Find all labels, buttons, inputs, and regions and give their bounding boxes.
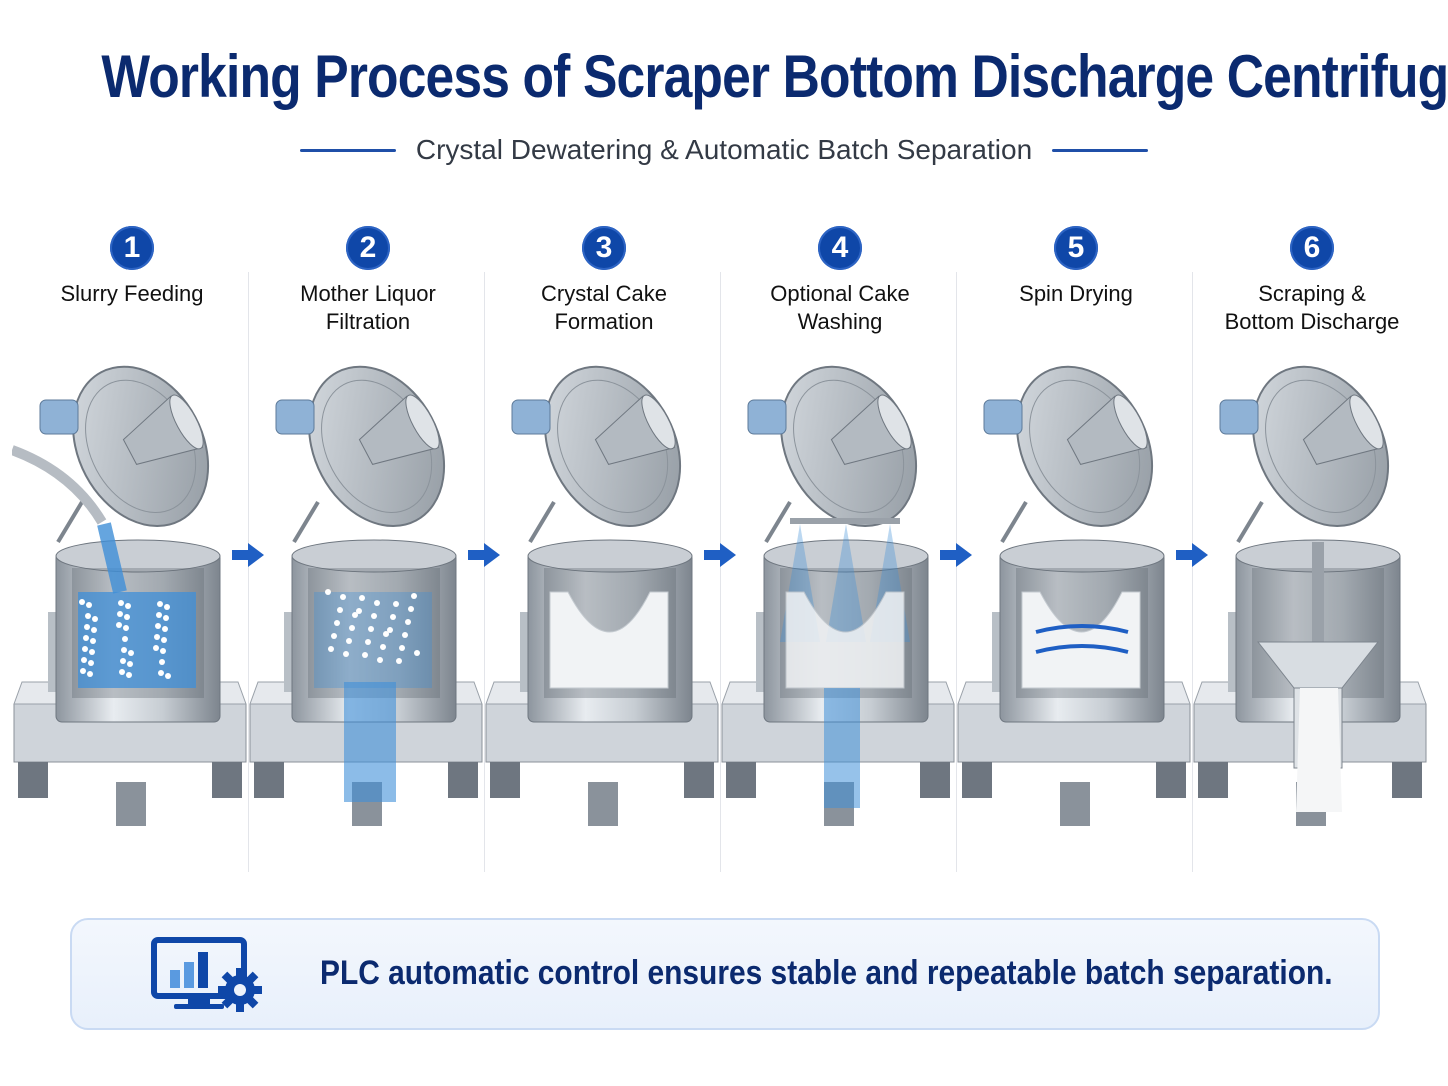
step-label-line: Formation xyxy=(554,309,654,334)
step-label-line: Slurry Feeding xyxy=(60,281,204,306)
step-divider xyxy=(720,272,721,872)
page-title: Working Process of Scraper Bottom Discha… xyxy=(101,43,1448,110)
subtitle-row: Crystal Dewatering & Automatic Batch Sep… xyxy=(0,134,1448,166)
step-divider xyxy=(1192,272,1193,872)
step-label-line: Spin Drying xyxy=(1019,281,1133,306)
plc-banner-text: PLC automatic control ensures stable and… xyxy=(320,954,1333,992)
step-label-line: Mother Liquor xyxy=(300,281,436,306)
centrifuge-illustration xyxy=(485,365,719,826)
step-label: Spin Drying xyxy=(956,280,1196,308)
monitor-chart-gear-icon xyxy=(151,937,262,1012)
arrow-right-icon xyxy=(704,543,736,567)
step-label-line: Scraping & xyxy=(1258,281,1366,306)
step-number-badge: 6 xyxy=(1290,226,1334,270)
subtitle-left-line xyxy=(299,148,396,152)
centrifuge-illustration xyxy=(12,365,247,826)
step-label-line: Filtration xyxy=(325,309,411,334)
step-label: Scraping & Bottom Discharge xyxy=(1192,280,1432,336)
arrow-right-icon xyxy=(232,543,264,567)
step-divider xyxy=(248,272,249,872)
step-number-badge: 3 xyxy=(582,226,626,270)
step-divider xyxy=(484,272,485,872)
step-number-badge: 4 xyxy=(818,226,862,270)
step-divider xyxy=(956,272,957,872)
arrow-right-icon xyxy=(940,543,972,567)
subtitle: Crystal Dewatering & Automatic Batch Sep… xyxy=(415,134,1033,165)
step-number-badge: 2 xyxy=(346,226,390,270)
centrifuge-illustration xyxy=(721,365,955,826)
centrifuge-illustration xyxy=(1193,365,1427,826)
step-label: Slurry Feeding xyxy=(12,280,252,308)
centrifuge-illustration xyxy=(249,365,483,826)
arrow-right-icon xyxy=(468,543,500,567)
step-number-badge: 1 xyxy=(110,226,154,270)
arrow-right-icon xyxy=(1176,543,1208,567)
subtitle-right-line xyxy=(1052,148,1149,152)
step-number-badge: 5 xyxy=(1054,226,1098,270)
step-label-line: Washing xyxy=(797,309,883,334)
step-label-line: Optional Cake xyxy=(770,281,910,306)
plc-banner: PLC automatic control ensures stable and… xyxy=(70,918,1380,1030)
step-label-line: Crystal Cake xyxy=(541,281,667,306)
centrifuge-illustration xyxy=(957,365,1191,826)
step-label-line: Bottom Discharge xyxy=(1224,309,1400,334)
